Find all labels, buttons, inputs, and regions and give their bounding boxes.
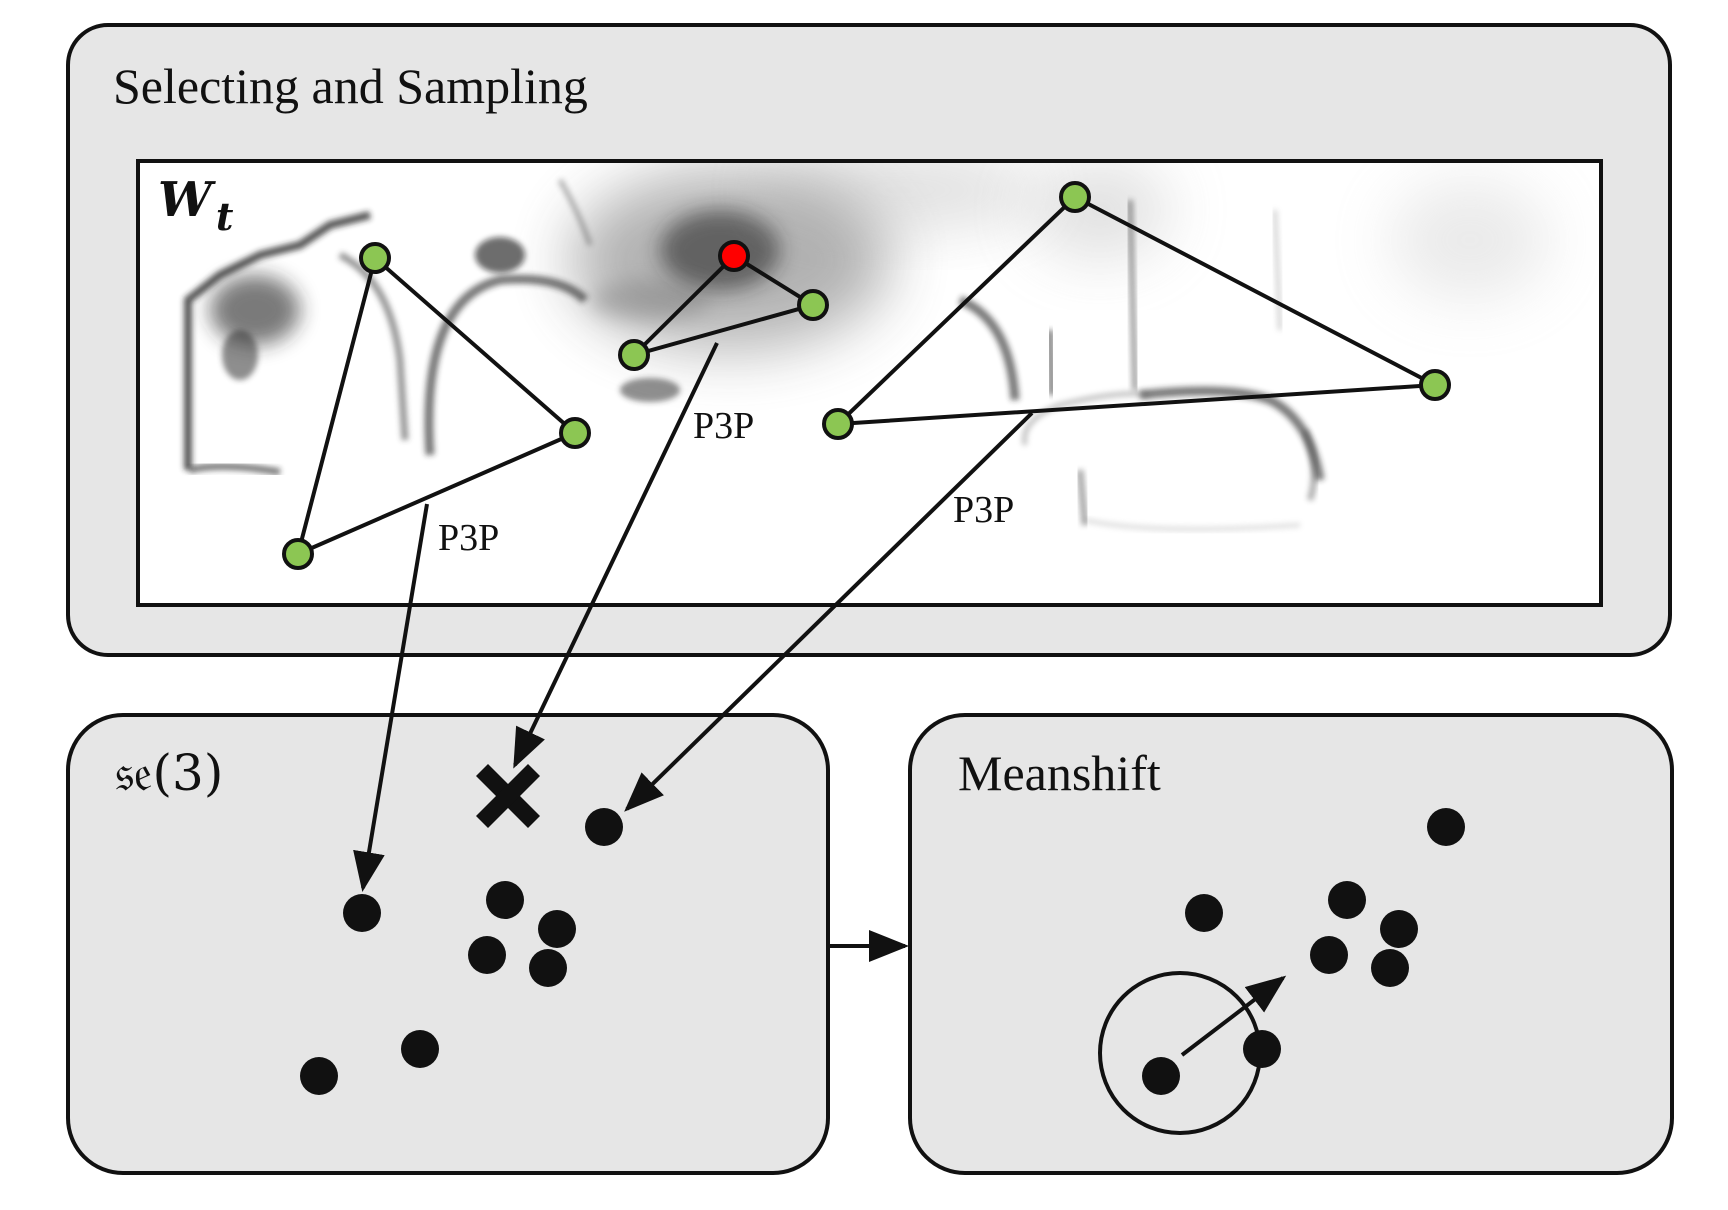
inlier-keypoint — [822, 408, 854, 440]
p3p-arrow — [353, 503, 429, 892]
p3p-arrows — [353, 342, 1034, 892]
cross-icon — [475, 763, 541, 829]
pose-sample — [343, 894, 381, 932]
pose-sample — [1142, 1057, 1180, 1095]
inlier-keypoint — [1419, 369, 1451, 401]
pose-sample — [468, 936, 506, 974]
pose-sample — [486, 881, 524, 919]
panel-background — [66, 713, 830, 1175]
inlier-keypoint — [359, 242, 391, 274]
panel-title: 𝔰𝔢(3) — [115, 744, 223, 802]
frak-e: 𝔢 — [134, 744, 153, 802]
panel-title: Selecting and Sampling — [113, 58, 588, 114]
pose-sample — [1328, 881, 1366, 919]
pose-sample — [1380, 910, 1418, 948]
pose-sample — [1371, 949, 1409, 987]
pose-sample — [401, 1030, 439, 1068]
inlier-keypoint — [1059, 181, 1091, 213]
inlier-keypoint — [618, 339, 650, 371]
p3p-label: P3P — [953, 489, 1014, 531]
pose-sample — [529, 949, 567, 987]
pose-sample — [300, 1057, 338, 1095]
close-paren: ) — [204, 744, 224, 802]
group-dimension: 3 — [172, 744, 204, 802]
frak-s: 𝔰 — [115, 744, 134, 802]
p3p-label: P3P — [438, 517, 499, 559]
sample-triangle-3 — [832, 194, 1443, 427]
open-paren: ( — [153, 744, 173, 802]
se3-panel: 𝔰𝔢(3) — [66, 713, 830, 1175]
pose-sample — [585, 808, 623, 846]
p3p-arrow — [513, 342, 719, 769]
p3p-arrow — [624, 411, 1034, 812]
pose-sample — [1310, 936, 1348, 974]
sample-triangle-1 — [295, 254, 579, 558]
outlier-keypoint — [718, 240, 750, 272]
pose-sample — [1427, 808, 1465, 846]
pose-sample — [538, 910, 576, 948]
selecting-sampling-panel: Selecting and Sampling — [66, 23, 1672, 657]
pose-sample — [1185, 894, 1223, 932]
meanshift-panel: Meanshift — [908, 713, 1674, 1175]
inlier-keypoint — [559, 417, 591, 449]
inlier-keypoint — [282, 538, 314, 570]
panel-title: Meanshift — [958, 745, 1161, 801]
shift-vector — [1180, 975, 1287, 1057]
p3p-label: P3P — [693, 405, 754, 447]
pose-sample — [1243, 1030, 1281, 1068]
inlier-keypoint — [797, 289, 829, 321]
sample-triangle-2 — [627, 253, 818, 359]
